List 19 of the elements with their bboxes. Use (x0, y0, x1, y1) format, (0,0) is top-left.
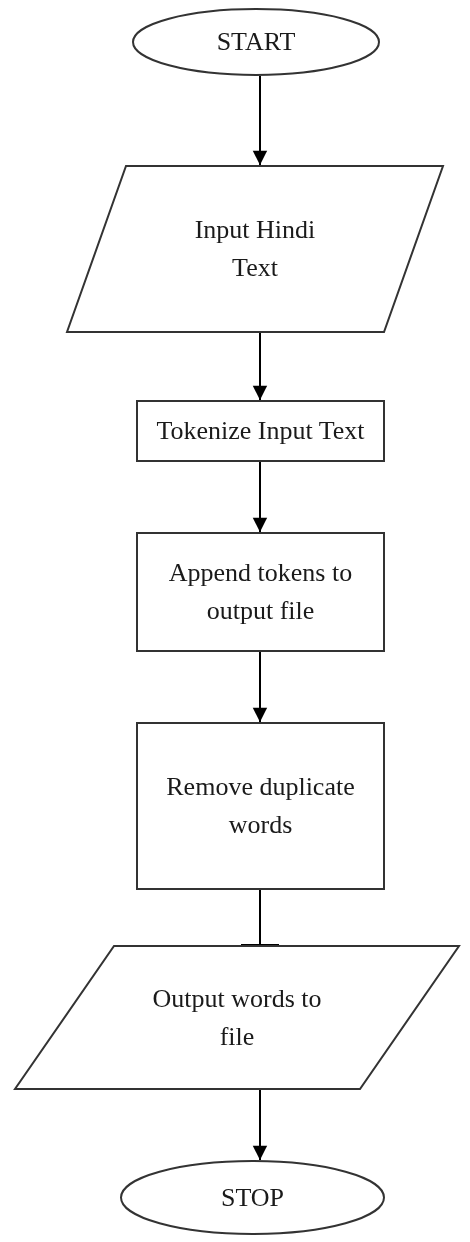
arrow (252, 1089, 268, 1161)
terminal-label: START (216, 26, 296, 59)
process-box (136, 400, 385, 462)
io-label: Input Hindi Text (193, 214, 317, 284)
terminal-label: STOP (220, 1181, 285, 1214)
process-label: Append tokens to output file (167, 557, 354, 627)
process-box (136, 532, 385, 652)
process-label: Remove duplicate words (165, 771, 356, 841)
input-output-parallelogram (66, 165, 444, 333)
terminal-ellipse (120, 1160, 385, 1235)
terminal-ellipse (132, 8, 380, 76)
input-output-parallelogram (14, 945, 460, 1090)
process-box (136, 722, 385, 890)
arrow (252, 461, 268, 533)
process-label: Tokenize Input Text (156, 415, 365, 448)
arrow (252, 651, 268, 723)
arrow (252, 332, 268, 401)
arrow (252, 75, 268, 166)
io-label: Output words to file (151, 982, 323, 1053)
